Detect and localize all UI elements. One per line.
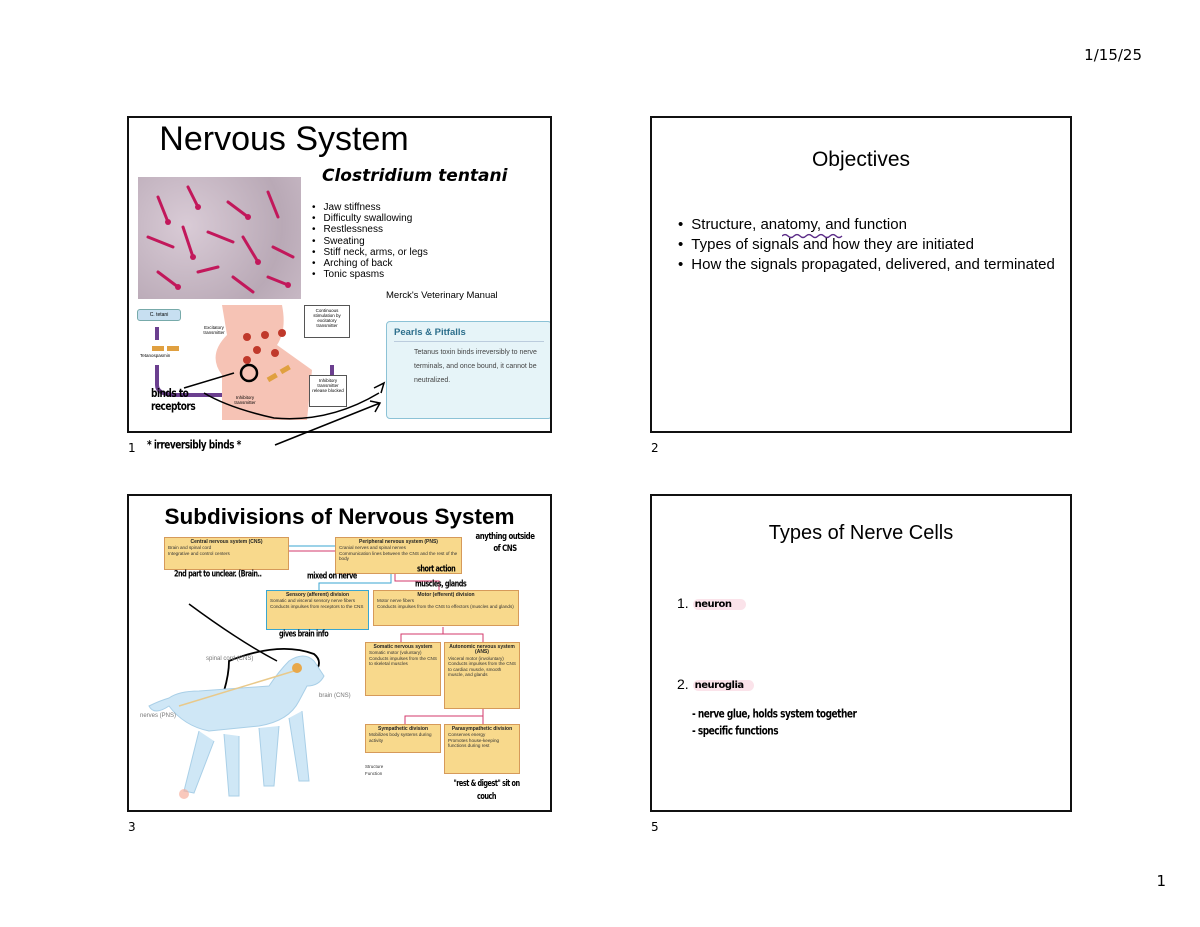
ans-item: Visceral motor (involuntary)	[448, 655, 504, 661]
continuous-label: Continuous stimulation by excitatory tra…	[304, 305, 350, 338]
objective-item: Structure, anatomy, and function	[678, 215, 1058, 235]
somatic-title: Somatic nervous system	[373, 644, 433, 650]
ans-item: Conducts impulses from the CNS to cardia…	[448, 661, 516, 678]
handwritten-short-action: short action	[417, 563, 456, 575]
legend-structure: Structure	[365, 764, 384, 769]
c-tetani-label: C. tetani	[137, 309, 181, 321]
motor-item: Conducts impulses from the CNS to effect…	[377, 603, 514, 609]
squiggle-underline	[782, 233, 843, 239]
slide-number-2: 2	[651, 441, 659, 455]
blocked-label: Inhibitory transmitter release blocked	[309, 375, 347, 407]
neuroglia-note: - specific functions	[692, 725, 779, 739]
symptom-item: Tonic spasms	[312, 269, 428, 280]
cns-box: Central nervous system (CNS)Brain and sp…	[164, 537, 289, 570]
bacteria-image	[138, 177, 301, 299]
somatic-item: Conducts impulses from the CNS to skelet…	[369, 655, 437, 667]
ans-title: Autonomic nervous system (ANS)	[449, 644, 515, 656]
tetanospasmin-label: Tetanospasmin	[140, 353, 171, 358]
excitatory-label: Excitatory transmitter	[203, 325, 225, 335]
motor-item: Motor nerve fibers	[377, 598, 415, 604]
cell-type-2: 2. neuroglia	[677, 676, 754, 692]
symptom-item: Restlessness	[312, 224, 428, 235]
handwritten-irreversibly: * irreversibly binds *	[147, 439, 241, 453]
item-label-neuroglia: neuroglia	[692, 680, 754, 691]
pns-box: Peripheral nervous system (PNS)Cranial n…	[335, 537, 462, 574]
pearls-pitfalls-box: Pearls & Pitfalls Tetanus toxin binds ir…	[386, 321, 550, 419]
objective-item: How the signals propagated, delivered, a…	[678, 255, 1058, 275]
motor-title: Motor (efferent) division	[417, 592, 475, 598]
handwritten-binds-receptors: binds to receptors	[151, 388, 196, 414]
annotation-arrows	[183, 372, 386, 420]
handwritten-para-note: "rest & digest" sit on couch	[453, 778, 520, 802]
item-number: 1.	[677, 595, 689, 611]
flowchart-legend: Structure Function	[365, 763, 383, 777]
sensory-item: Somatic and visceral sensory nerve fiber…	[270, 598, 356, 604]
irreversibly-arrow	[274, 400, 382, 446]
somatic-item: Somatic motor (voluntary)	[369, 650, 422, 656]
slide-title: Nervous System	[159, 120, 409, 158]
symptom-item: Difficulty swallowing	[312, 213, 428, 224]
item-label-neuron: neuron	[692, 599, 746, 610]
cns-item: Integrative and control centers	[168, 550, 230, 556]
nerves-label: nerves (PNS)	[140, 713, 177, 719]
page-date: 1/15/25	[1084, 46, 1142, 64]
spinal-cord-label: spinal cord (CNS)	[206, 656, 254, 662]
legend-function: Function	[365, 771, 383, 776]
cell-type-1: 1. neuron	[677, 595, 746, 611]
item-number: 2.	[677, 676, 689, 692]
pearls-title: Pearls & Pitfalls	[394, 327, 544, 342]
slide-5: Types of Nerve Cells 1. neuron 2. neurog…	[650, 494, 1072, 812]
sensory-item: Conducts impulses from receptors to the …	[270, 603, 364, 609]
slide-title: Subdivisions of Nervous System	[164, 504, 515, 529]
symptom-item: Jaw stiffness	[312, 202, 428, 213]
objectives-list: Structure, anatomy, and function Types o…	[678, 215, 1058, 275]
cns-title: Central nervous system (CNS)	[190, 539, 263, 545]
handwritten-cns-note: 2nd part to unclear. (Brain..	[174, 568, 262, 580]
dog-illustration	[148, 655, 325, 799]
bacteria-rods	[146, 185, 295, 294]
parasympathetic-title: Parasympathetic division	[451, 726, 513, 732]
handwritten-sensory-note: mixed on nerve	[307, 570, 357, 582]
symptom-list: Jaw stiffness Difficulty swallowing Rest…	[312, 202, 428, 280]
inhibitory-label: Inhibitory transmitter	[234, 395, 256, 405]
slide-subtitle: Clostridium tentani	[322, 166, 508, 186]
handwritten-pns-note: anything outside of CNS	[475, 531, 535, 554]
slide-number-1: 1	[128, 441, 136, 455]
symptom-item: Sweating	[312, 236, 428, 247]
parasympathetic-item: Conserves energy	[448, 732, 486, 738]
slide-title: Types of Nerve Cells	[768, 522, 954, 544]
slide-1: Nervous System Clostridium tentani Jaw s…	[127, 116, 552, 433]
cns-item: Brain and spinal cord	[168, 545, 212, 551]
neuroglia-note: - nerve glue, holds system together	[692, 708, 857, 722]
source-citation: Merck's Veterinary Manual	[386, 290, 498, 301]
ans-box: Autonomic nervous system (ANS)Visceral m…	[444, 642, 520, 709]
slide-title: Objectives	[811, 148, 911, 171]
brain-label: brain (CNS)	[319, 693, 351, 699]
slide-2: Objectives Structure, anatomy, and funct…	[650, 116, 1072, 433]
pns-title: Peripheral nervous system (PNS)	[359, 539, 438, 545]
pns-item: Cranial nerves and spinal nerves	[339, 545, 406, 551]
sympathetic-title: Sympathetic division	[377, 726, 428, 732]
parasympathetic-item: Promotes house-keeping functions during …	[448, 737, 500, 749]
handwritten-motor-note: muscles, glands	[415, 578, 467, 590]
symptom-item: Arching of back	[312, 258, 428, 269]
sympathetic-item: Mobilizes body systems during activity	[369, 732, 432, 743]
page-number: 1	[1156, 872, 1166, 890]
slide-number-3: 3	[128, 820, 136, 834]
pns-item: Communication lines between the CNS and …	[339, 550, 458, 562]
sensory-title: Sensory (afferent) division	[285, 592, 350, 598]
handwritten-brain-note: gives brain info	[279, 628, 329, 640]
slide-3: Subdivisions of Nervous System Central n…	[127, 494, 552, 812]
slide-number-5: 5	[651, 820, 659, 834]
pearls-text: Tetanus toxin binds irreversibly to nerv…	[414, 349, 537, 384]
symptom-item: Stiff neck, arms, or legs	[312, 247, 428, 258]
tetanus-diagram: C. tetani Excitatory transmitter Tetanos…	[137, 305, 352, 420]
objective-item: Types of signals and how they are initia…	[678, 235, 1058, 255]
